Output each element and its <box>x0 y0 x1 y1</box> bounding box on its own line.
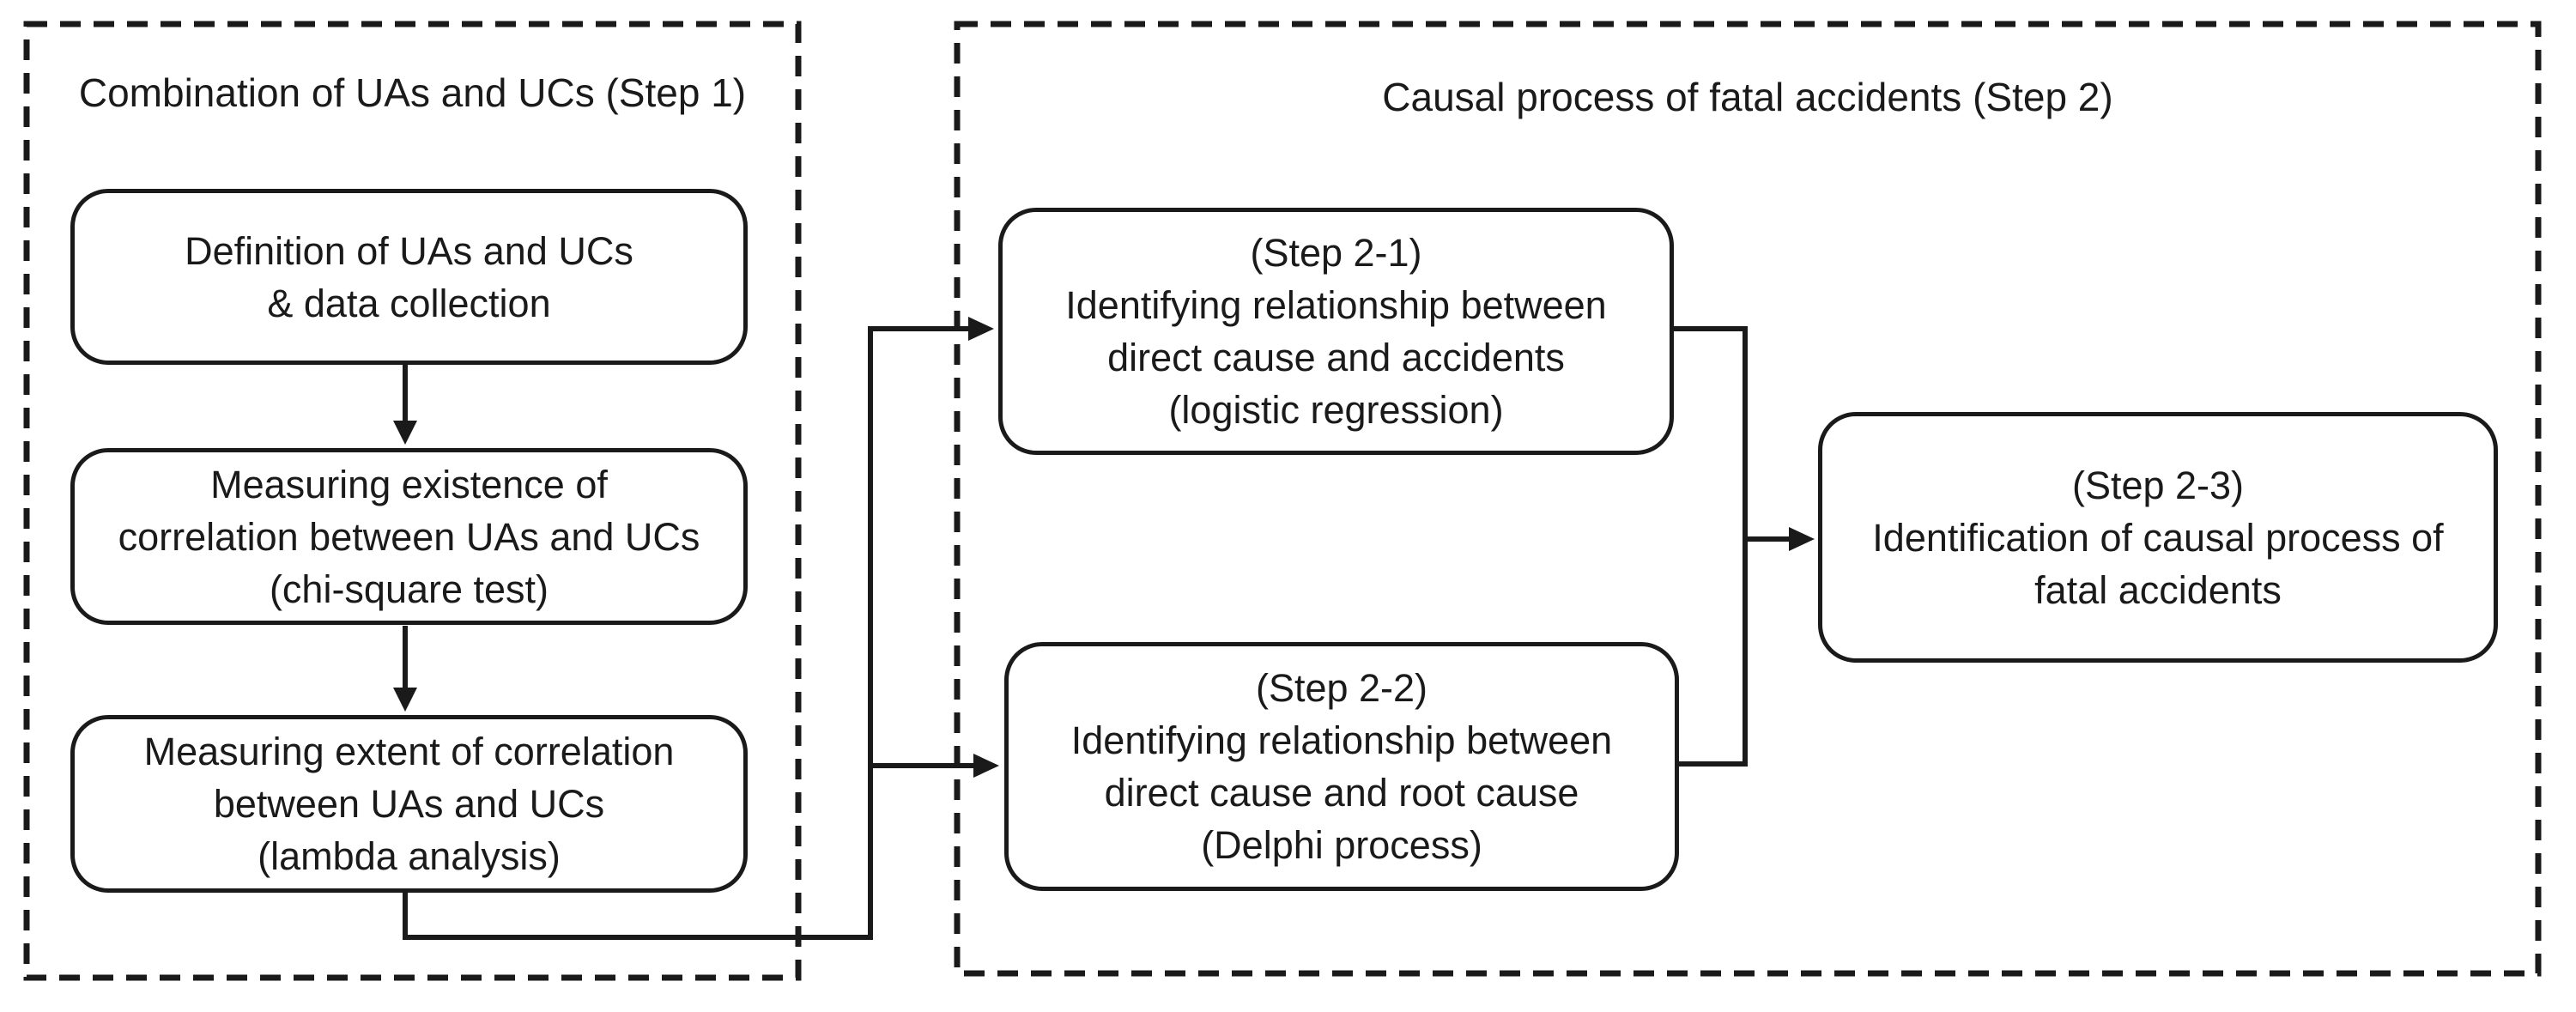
node-lambda-analysis: Measuring extent of correlation between … <box>70 715 748 893</box>
panel-step2-title: Causal process of fatal accidents (Step … <box>1382 75 2113 119</box>
connector-merge <box>1674 326 1748 767</box>
node-text-line: (lambda analysis) <box>258 834 561 878</box>
arrow-into-step-2-2-head <box>973 754 999 778</box>
node-text-line: direct cause and accidents <box>1107 336 1565 379</box>
arrow-into-step-2-1-head <box>968 317 994 341</box>
node-text-line: Measuring extent of correlation <box>143 730 675 773</box>
node-chi-square-test: Measuring existence of correlation betwe… <box>70 448 748 625</box>
node-text-line: (Step 2-2) <box>1255 666 1428 710</box>
arrow-chi-to-lambda-head <box>393 688 417 712</box>
node-text-line: Identifying relationship between <box>1065 283 1607 327</box>
node-step-2-1-logistic-regression: (Step 2-1) Identifying relationship betw… <box>998 208 1674 455</box>
node-text-line: & data collection <box>267 281 551 325</box>
node-text-line: between UAs and UCs <box>213 782 605 826</box>
node-text-line: Measuring existence of <box>210 462 608 506</box>
node-text-line: (Step 2-3) <box>2071 463 2245 507</box>
node-step-2-3-causal-process: (Step 2-3) Identification of causal proc… <box>1818 412 2498 663</box>
arrow-into-step-2-3-head <box>1789 527 1815 551</box>
node-text-line: correlation between UAs and UCs <box>118 514 700 559</box>
node-definition-data-collection: Definition of UAs and UCs & data collect… <box>70 189 748 365</box>
node-text-line: (chi-square test) <box>269 567 549 611</box>
node-text-line: Definition of UAs and UCs <box>185 228 633 273</box>
node-text-line: Identification of causal process of <box>1872 515 2444 560</box>
connector-lambda-branch <box>403 326 970 940</box>
panel-step2-border <box>954 21 2542 977</box>
node-text-line: fatal accidents <box>2034 567 2282 612</box>
arrow-definition-to-chi-head <box>393 421 417 445</box>
panel-step1-border <box>23 21 802 981</box>
panel-step1-title: Combination of UAs and UCs (Step 1) <box>78 70 747 115</box>
node-text-line: (logistic regression) <box>1168 388 1504 432</box>
node-text-line: Identifying relationship between <box>1070 718 1613 762</box>
node-text-line: (Delphi process) <box>1201 823 1482 867</box>
node-step-2-2-delphi-process: (Step 2-2) Identifying relationship betw… <box>1004 642 1679 891</box>
node-text-line: direct cause and root cause <box>1104 771 1579 815</box>
node-text-line: (Step 2-1) <box>1250 231 1422 275</box>
